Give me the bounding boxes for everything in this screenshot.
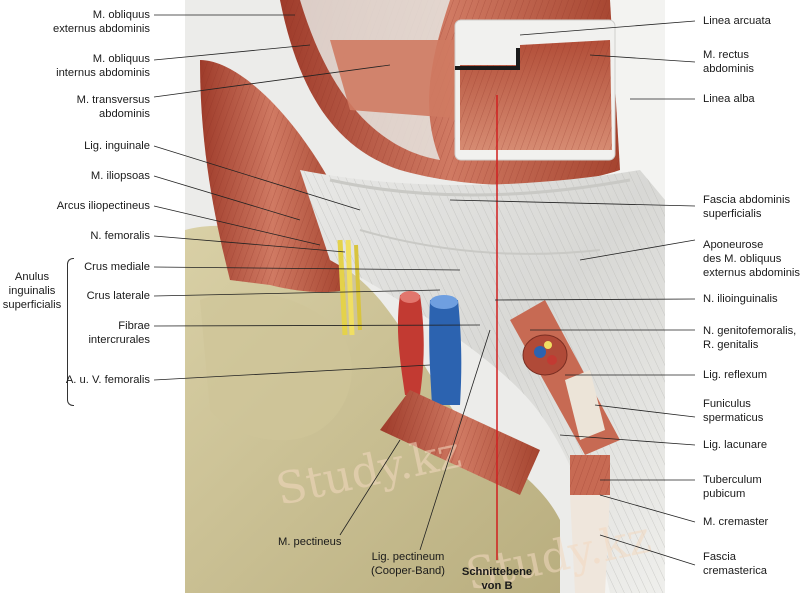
rectus-abdominis [454, 19, 616, 161]
label-lig-reflexum: Lig. reflexum [703, 369, 768, 381]
label-rectus: M. rectus abdominis [703, 49, 754, 75]
label-arcus-iliopectineus: Arcus iliopectineus [56, 200, 150, 212]
label-anulus: Anulus inguinalis superficialis [2, 271, 62, 311]
label-schnittebene: Schnittebene von B [461, 566, 533, 592]
label-fascia-cremasterica: Fascia cremasterica [703, 551, 768, 577]
label-n-femoralis: N. femoralis [90, 230, 150, 242]
label-crus-laterale: Crus laterale [86, 290, 150, 302]
label-funiculus: Funiculus spermaticus [703, 398, 764, 424]
leader-lines [153, 14, 696, 566]
label-cremaster: M. cremaster [703, 516, 769, 528]
label-lig-pectineum: Lig. pectineum (Cooper-Band) [371, 551, 445, 577]
label-transversus: M. transversus abdominis [76, 94, 150, 120]
iliopsoas-muscle [200, 60, 345, 293]
label-tuberculum: Tuberculum pubicum [703, 474, 762, 500]
label-lig-lacunare: Lig. lacunare [703, 439, 768, 451]
femoral-nerve [337, 239, 362, 336]
label-lig-inguinale: Lig. inguinale [84, 140, 150, 152]
label-n-genitofemoralis: N. genitofemoralis, R. genitalis [703, 325, 797, 351]
label-obliquus-internus: M. obliquus internus abdominis [56, 53, 150, 79]
label-aponeurose: Aponeurose des M. obliquus externus abdo… [703, 239, 800, 279]
femoral-vessels [397, 291, 462, 405]
pectineus-muscle [380, 390, 540, 495]
aponeurosis [300, 170, 665, 593]
label-linea-alba: Linea alba [703, 93, 755, 105]
label-fascia-superficialis: Fascia abdominis superficialis [703, 194, 791, 220]
cremaster-muscle [570, 455, 610, 593]
label-crus-mediale: Crus mediale [84, 261, 150, 273]
label-linea-arcuata: Linea arcuata [703, 15, 771, 27]
spermatic-cord [510, 300, 620, 455]
label-fibrae-intercrurales: Fibrae intercrurales [88, 320, 150, 346]
pelvic-bone [185, 225, 560, 593]
anulus-brace [67, 258, 74, 406]
label-m-pectineus: M. pectineus [278, 536, 342, 548]
label-n-ilioinguinalis: N. ilioinguinalis [703, 293, 778, 305]
label-a-v-femoralis: A. u. V. femoralis [65, 374, 150, 386]
label-obliquus-externus: M. obliquus externus abdominis [52, 9, 150, 35]
label-iliopsoas: M. iliopsoas [90, 170, 150, 182]
